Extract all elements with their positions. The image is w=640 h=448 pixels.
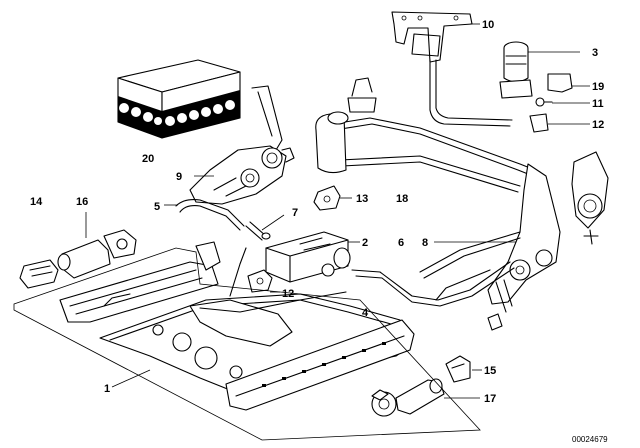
- callout-labels: 10 3 19 11 12 20 9 5 7 13 18 14 16 2 6 8…: [30, 19, 608, 444]
- callout-6: 6: [398, 237, 404, 249]
- callout-12-lower: 12: [282, 288, 294, 300]
- callout-3: 3: [592, 47, 598, 59]
- callout-15: 15: [484, 365, 496, 377]
- part-17-motor: [371, 378, 445, 417]
- part-2-drive-motor: [265, 231, 351, 283]
- part-11-screw: [535, 97, 553, 107]
- part-1-group-outline: [13, 247, 481, 441]
- part-19-clip: [547, 73, 573, 93]
- callout-11: 11: [592, 98, 604, 110]
- part-3-motor: [499, 41, 533, 99]
- part-20-kit-box: [117, 59, 241, 139]
- document-id: 00024679: [572, 435, 608, 444]
- callout-7: 7: [292, 207, 298, 219]
- callout-5: 5: [154, 201, 160, 213]
- part-7-coupling: [245, 221, 271, 241]
- callout-4: 4: [362, 307, 369, 319]
- leader-lines: [85, 23, 590, 399]
- callout-14: 14: [30, 196, 43, 208]
- callout-10: 10: [482, 19, 494, 31]
- callout-18: 18: [396, 193, 408, 205]
- part-15-clip: [445, 355, 471, 383]
- callout-8: 8: [422, 237, 428, 249]
- callout-19: 19: [592, 81, 604, 93]
- part-8-side-lever: [487, 151, 609, 331]
- callout-13: 13: [356, 193, 368, 205]
- callout-17: 17: [484, 393, 496, 405]
- part-1-seat-frame: [59, 241, 415, 411]
- part-10-bracket: [391, 11, 513, 127]
- callout-20: 20: [142, 153, 154, 165]
- part-5-flex-shaft: [175, 199, 245, 231]
- callout-12-upper: 12: [592, 119, 604, 131]
- callout-9: 9: [176, 171, 182, 183]
- callout-16: 16: [76, 196, 88, 208]
- callout-2: 2: [362, 237, 368, 249]
- part-16-motor: [57, 229, 137, 279]
- part-6-cables: [351, 231, 521, 307]
- part-14-switch: [19, 259, 59, 289]
- part-13-bracket: [313, 185, 341, 211]
- rear-cable-assembly: [315, 77, 541, 193]
- part-12-clip-upper: [529, 113, 549, 133]
- callout-1: 1: [104, 383, 110, 395]
